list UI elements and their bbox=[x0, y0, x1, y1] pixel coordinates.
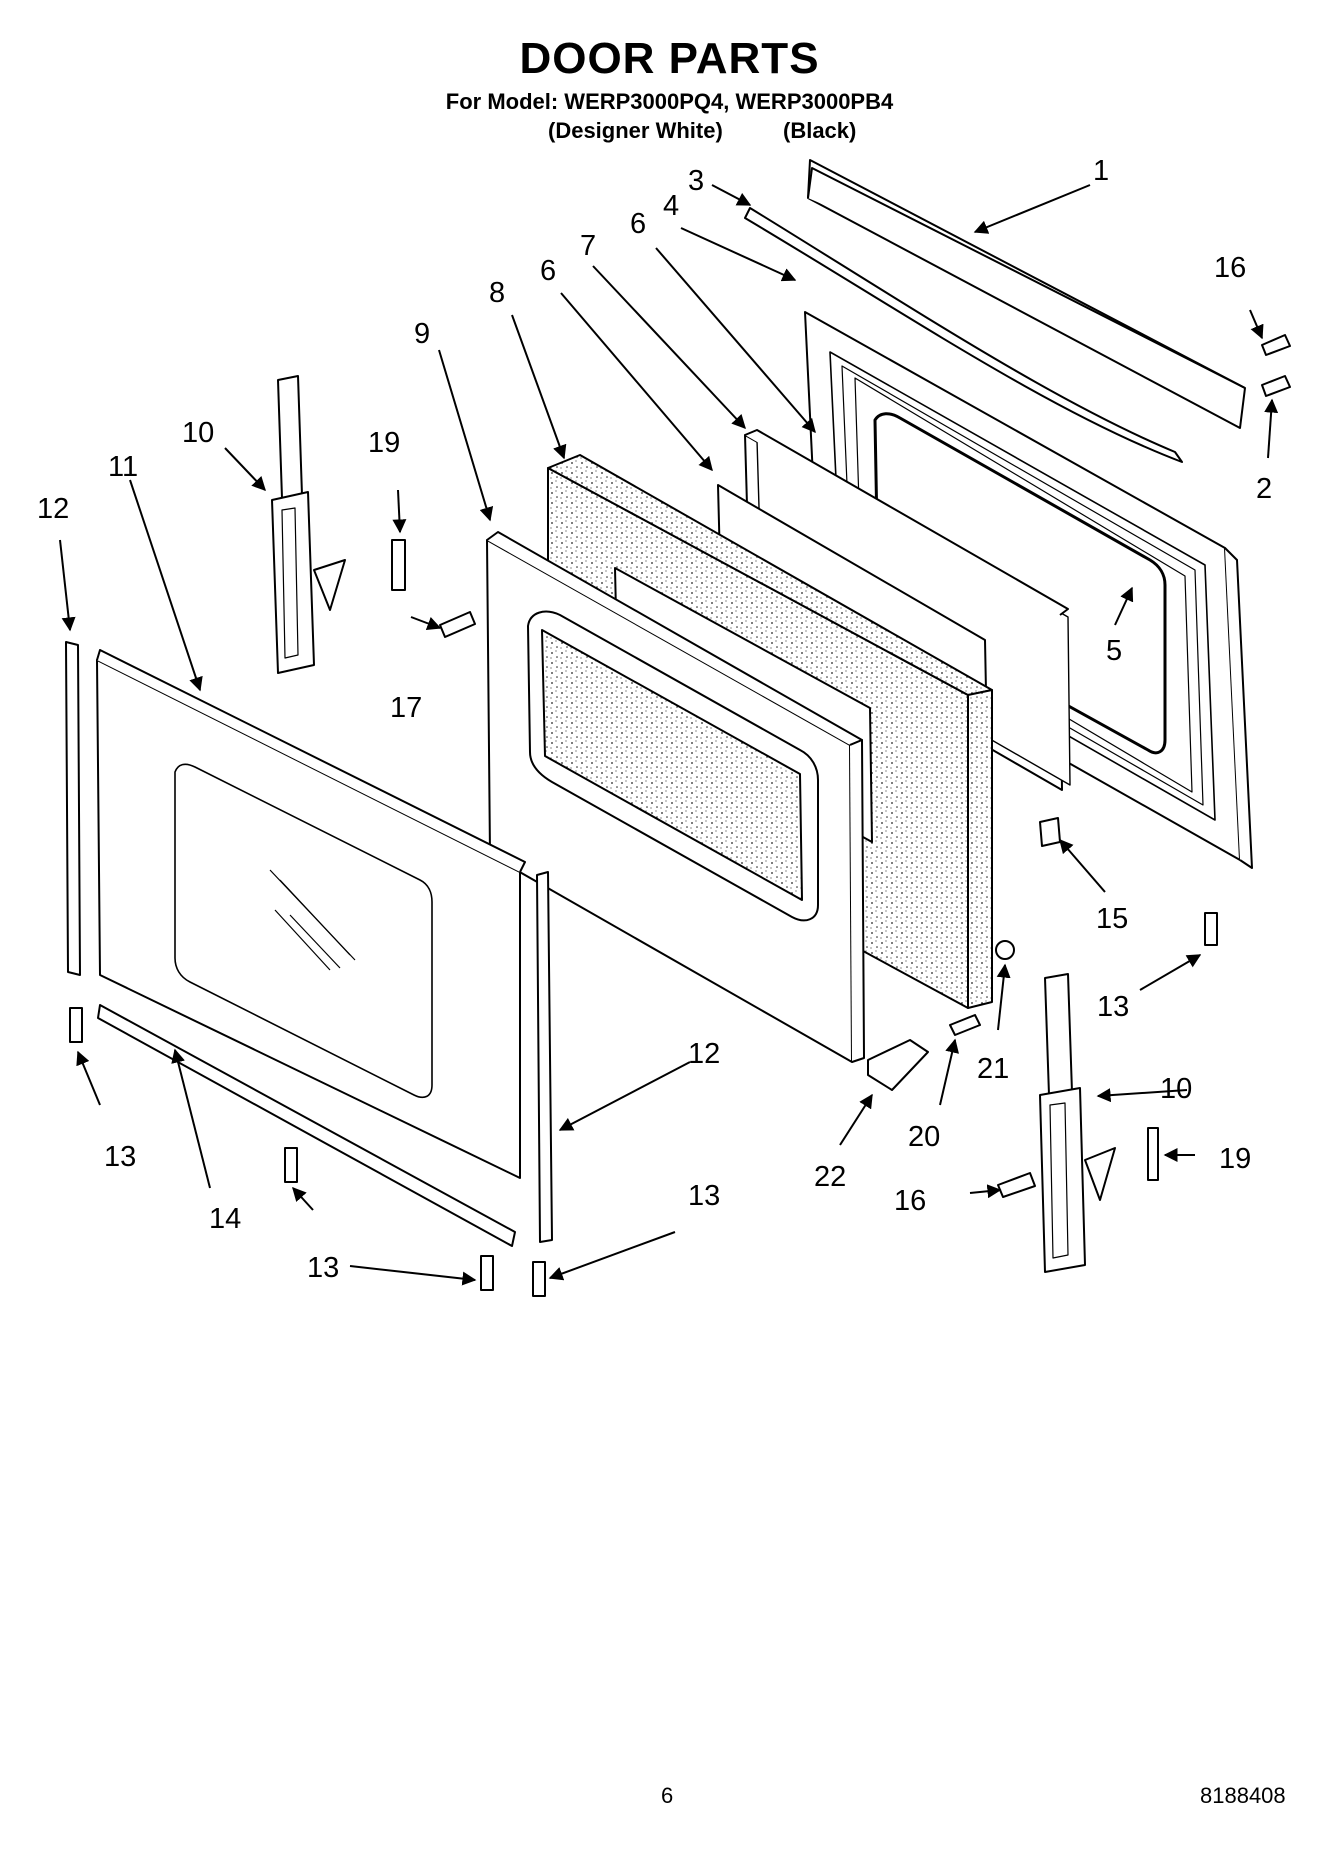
callout-21: 21 bbox=[977, 1053, 1009, 1085]
screw-13-b bbox=[284, 1147, 298, 1183]
screw-20 bbox=[949, 1014, 981, 1036]
bottom-trim bbox=[97, 1004, 516, 1247]
callout-6a: 6 bbox=[630, 208, 646, 240]
callout-12b: 12 bbox=[688, 1038, 720, 1070]
vent-trim bbox=[807, 159, 1246, 429]
callout-16b: 16 bbox=[894, 1185, 926, 1217]
page-number: 6 bbox=[661, 1783, 674, 1808]
callout-5: 5 bbox=[1106, 635, 1122, 667]
hinge-left bbox=[271, 375, 346, 674]
screw-21 bbox=[995, 940, 1015, 960]
callout-4: 4 bbox=[663, 190, 679, 222]
page-title: DOOR PARTS bbox=[519, 34, 820, 83]
screw-13-a bbox=[69, 1007, 83, 1043]
screw-17 bbox=[439, 611, 476, 638]
outer-door-panel bbox=[96, 649, 526, 1179]
screw-13-e bbox=[1204, 912, 1218, 946]
callout-16a: 16 bbox=[1214, 252, 1246, 284]
callout-7: 7 bbox=[580, 230, 596, 262]
callout-13a: 13 bbox=[104, 1141, 136, 1173]
callout-3: 3 bbox=[688, 165, 704, 197]
hinge-right bbox=[1039, 973, 1116, 1273]
callout-11: 11 bbox=[108, 451, 138, 483]
callout-20: 20 bbox=[908, 1121, 940, 1153]
door-handle bbox=[744, 207, 1183, 463]
callout-13b: 13 bbox=[307, 1252, 339, 1284]
callout-22: 22 bbox=[814, 1161, 846, 1193]
callout-1: 1 bbox=[1093, 155, 1109, 187]
screw-13-c bbox=[480, 1255, 494, 1291]
callout-13c: 13 bbox=[688, 1180, 720, 1212]
document-number: 8188408 bbox=[1200, 1783, 1286, 1808]
callout-2: 2 bbox=[1256, 473, 1272, 505]
screw-2 bbox=[1261, 375, 1291, 397]
callout-19b: 19 bbox=[1219, 1143, 1251, 1175]
callout-10b: 10 bbox=[1160, 1073, 1192, 1105]
side-trim-right bbox=[536, 871, 553, 1243]
callout-13d: 13 bbox=[1097, 991, 1129, 1023]
variant-designer-white: (Designer White) bbox=[548, 118, 723, 143]
side-trim-left bbox=[65, 641, 81, 976]
callout-12a: 12 bbox=[37, 493, 69, 525]
clip-19-left bbox=[391, 539, 406, 591]
screw-16-top bbox=[1261, 334, 1291, 356]
inner-door-frame bbox=[486, 531, 865, 1063]
callout-9: 9 bbox=[414, 318, 430, 350]
callout-17: 17 bbox=[390, 692, 422, 724]
callout-19a: 19 bbox=[368, 427, 400, 459]
screw-13-d bbox=[532, 1261, 546, 1297]
callout-8: 8 bbox=[489, 277, 505, 309]
bracket-15 bbox=[1039, 817, 1061, 847]
variant-black: (Black) bbox=[783, 118, 857, 143]
clip-19-right bbox=[1147, 1127, 1159, 1181]
callout-15: 15 bbox=[1096, 903, 1128, 935]
callout-10a: 10 bbox=[182, 417, 214, 449]
callout-6b: 6 bbox=[540, 255, 556, 287]
model-line: For Model: WERP3000PQ4, WERP3000PB4 bbox=[445, 89, 894, 114]
screw-16-bottom bbox=[997, 1172, 1036, 1198]
callout-14: 14 bbox=[209, 1203, 241, 1235]
hinge-bracket-22 bbox=[867, 1039, 929, 1091]
